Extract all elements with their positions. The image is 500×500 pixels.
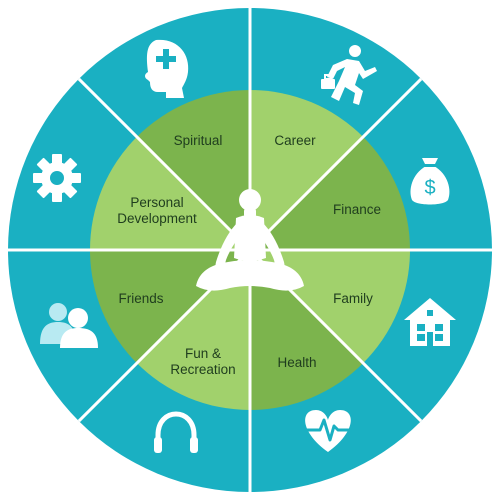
segment-label-line: Finance: [333, 202, 381, 217]
segment-label-line: Personal: [130, 195, 183, 210]
segment-spiritual: [90, 136, 250, 250]
segment-label-fun-recreation: Fun &Recreation: [170, 346, 235, 377]
segment-label-line: Development: [117, 211, 197, 226]
segment-label-spiritual: Spiritual: [174, 133, 223, 148]
house-icon: [404, 298, 456, 346]
people-icon: [40, 303, 98, 348]
segment-label-career: Career: [274, 133, 316, 148]
dollar-sign-icon: $: [424, 177, 435, 199]
segment-label-line: Recreation: [170, 362, 235, 377]
segment-divider: [248, 77, 423, 252]
inner-segments: [90, 90, 410, 410]
segment-label-line: Friends: [118, 291, 163, 306]
segment-label-line: Career: [274, 133, 316, 148]
segment-label-line: Spiritual: [174, 133, 223, 148]
segment-label-line: Fun &: [185, 346, 221, 361]
segment-label-family: Family: [333, 291, 373, 306]
segment-label-friends: Friends: [118, 291, 163, 306]
head-plus-icon: [145, 39, 189, 98]
money-bag-icon: $: [410, 158, 450, 205]
running-businessman-icon: [321, 45, 377, 105]
meditation-figure-icon: [196, 189, 304, 291]
segment-friends: [136, 250, 250, 410]
gear-icon: [33, 154, 81, 202]
segment-career: [136, 90, 250, 250]
headphones-icon: [154, 411, 198, 453]
segment-label-line: Health: [277, 355, 316, 370]
segment-label-finance: Finance: [333, 202, 381, 217]
segment-divider: [77, 77, 252, 252]
segment-fun-recreation: [250, 250, 364, 410]
segment-finance: [250, 90, 364, 250]
segment-label-health: Health: [277, 355, 316, 370]
heart-pulse-icon: [305, 410, 351, 452]
segment-label-line: Family: [333, 291, 373, 306]
segment-icons: $: [33, 39, 456, 453]
segment-family: [250, 136, 410, 250]
